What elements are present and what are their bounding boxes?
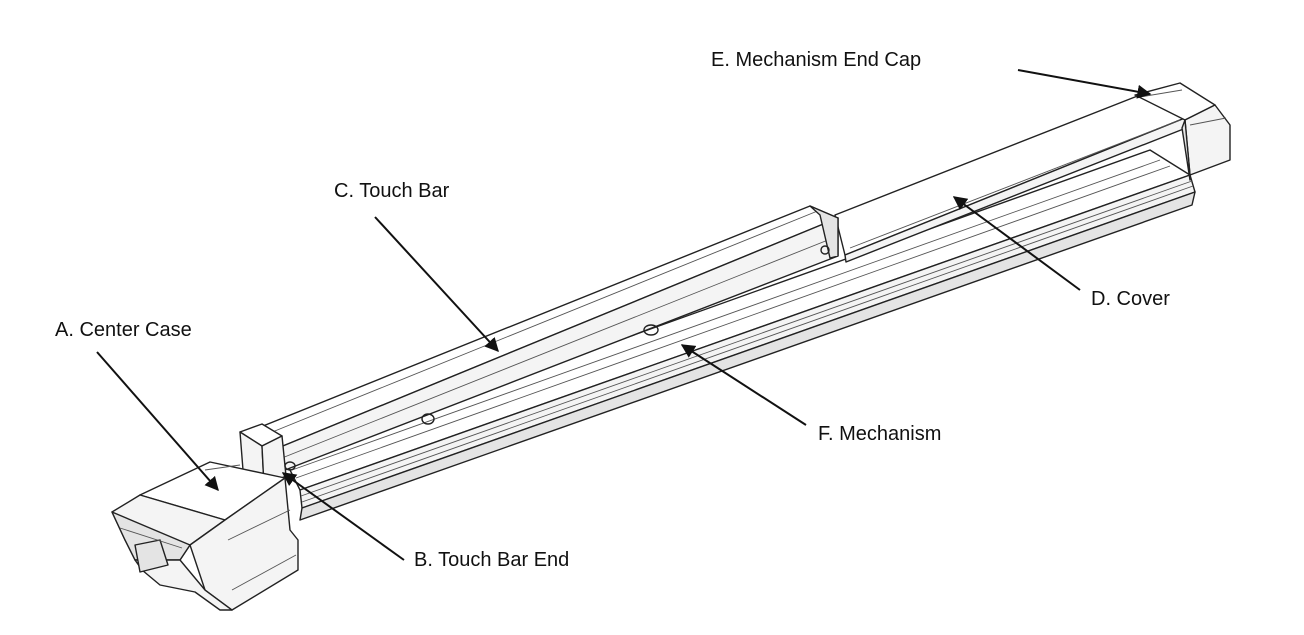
- label-cover: D. Cover: [1091, 288, 1170, 310]
- label-mechanism: F. Mechanism: [818, 423, 941, 445]
- leader-mechanism-end-cap: [1017, 69, 1152, 99]
- screw-hole: [643, 324, 659, 336]
- mechanism-rail: [284, 149, 1196, 521]
- leader-cover: [952, 196, 1081, 291]
- leader-mechanism: [680, 344, 807, 426]
- label-mechanism-end-cap: E. Mechanism End Cap: [711, 49, 921, 71]
- label-touch-bar: C. Touch Bar: [334, 180, 450, 202]
- leader-center-case: [96, 351, 219, 492]
- leader-touch-bar-end: [281, 472, 405, 561]
- touch-bar-part: [247, 205, 839, 471]
- screw-hole: [421, 413, 435, 425]
- label-touch-bar-end: B. Touch Bar End: [414, 549, 569, 571]
- leader-lines: [96, 69, 1152, 561]
- callout-labels: A. Center Case B. Touch Bar End C. Touch…: [55, 49, 1170, 571]
- screw-holes: [284, 245, 830, 471]
- screw-hole: [284, 461, 296, 471]
- mechanism-end-cap-part: [1134, 82, 1231, 181]
- screw-hole: [820, 245, 830, 255]
- leader-touch-bar: [374, 216, 499, 353]
- center-case-part: [111, 461, 299, 611]
- label-center-case: A. Center Case: [55, 319, 192, 341]
